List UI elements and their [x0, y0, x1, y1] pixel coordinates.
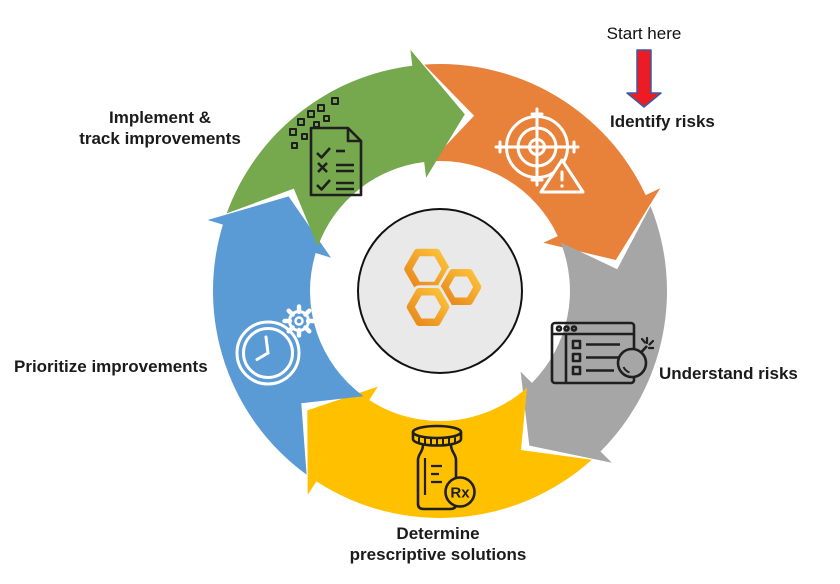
label-identify-risks: Identify risks	[610, 112, 715, 131]
segment-determine-solutions	[307, 386, 592, 519]
pill-bottle-icon: Rx	[397, 423, 481, 513]
label-understand-risks: Understand risks	[659, 364, 798, 383]
hexagon-cluster-icon	[401, 246, 484, 329]
segment-identify-risks	[424, 64, 661, 260]
clock-gear-icon	[235, 295, 321, 389]
checklist-icon	[288, 95, 366, 199]
start-here-label: Start here	[606, 24, 682, 43]
target-warning-icon	[492, 106, 588, 194]
label-implement-track: Implement & track improvements	[79, 108, 241, 149]
label-prioritize-improvements: Prioritize improvements	[14, 357, 208, 376]
start-here-arrow-icon	[626, 49, 662, 109]
browser-bomb-icon	[550, 316, 654, 390]
svg-text:Rx: Rx	[450, 485, 470, 502]
label-determine-solutions: Determine prescriptive solutions	[349, 524, 527, 565]
segment-implement-track	[226, 49, 465, 247]
